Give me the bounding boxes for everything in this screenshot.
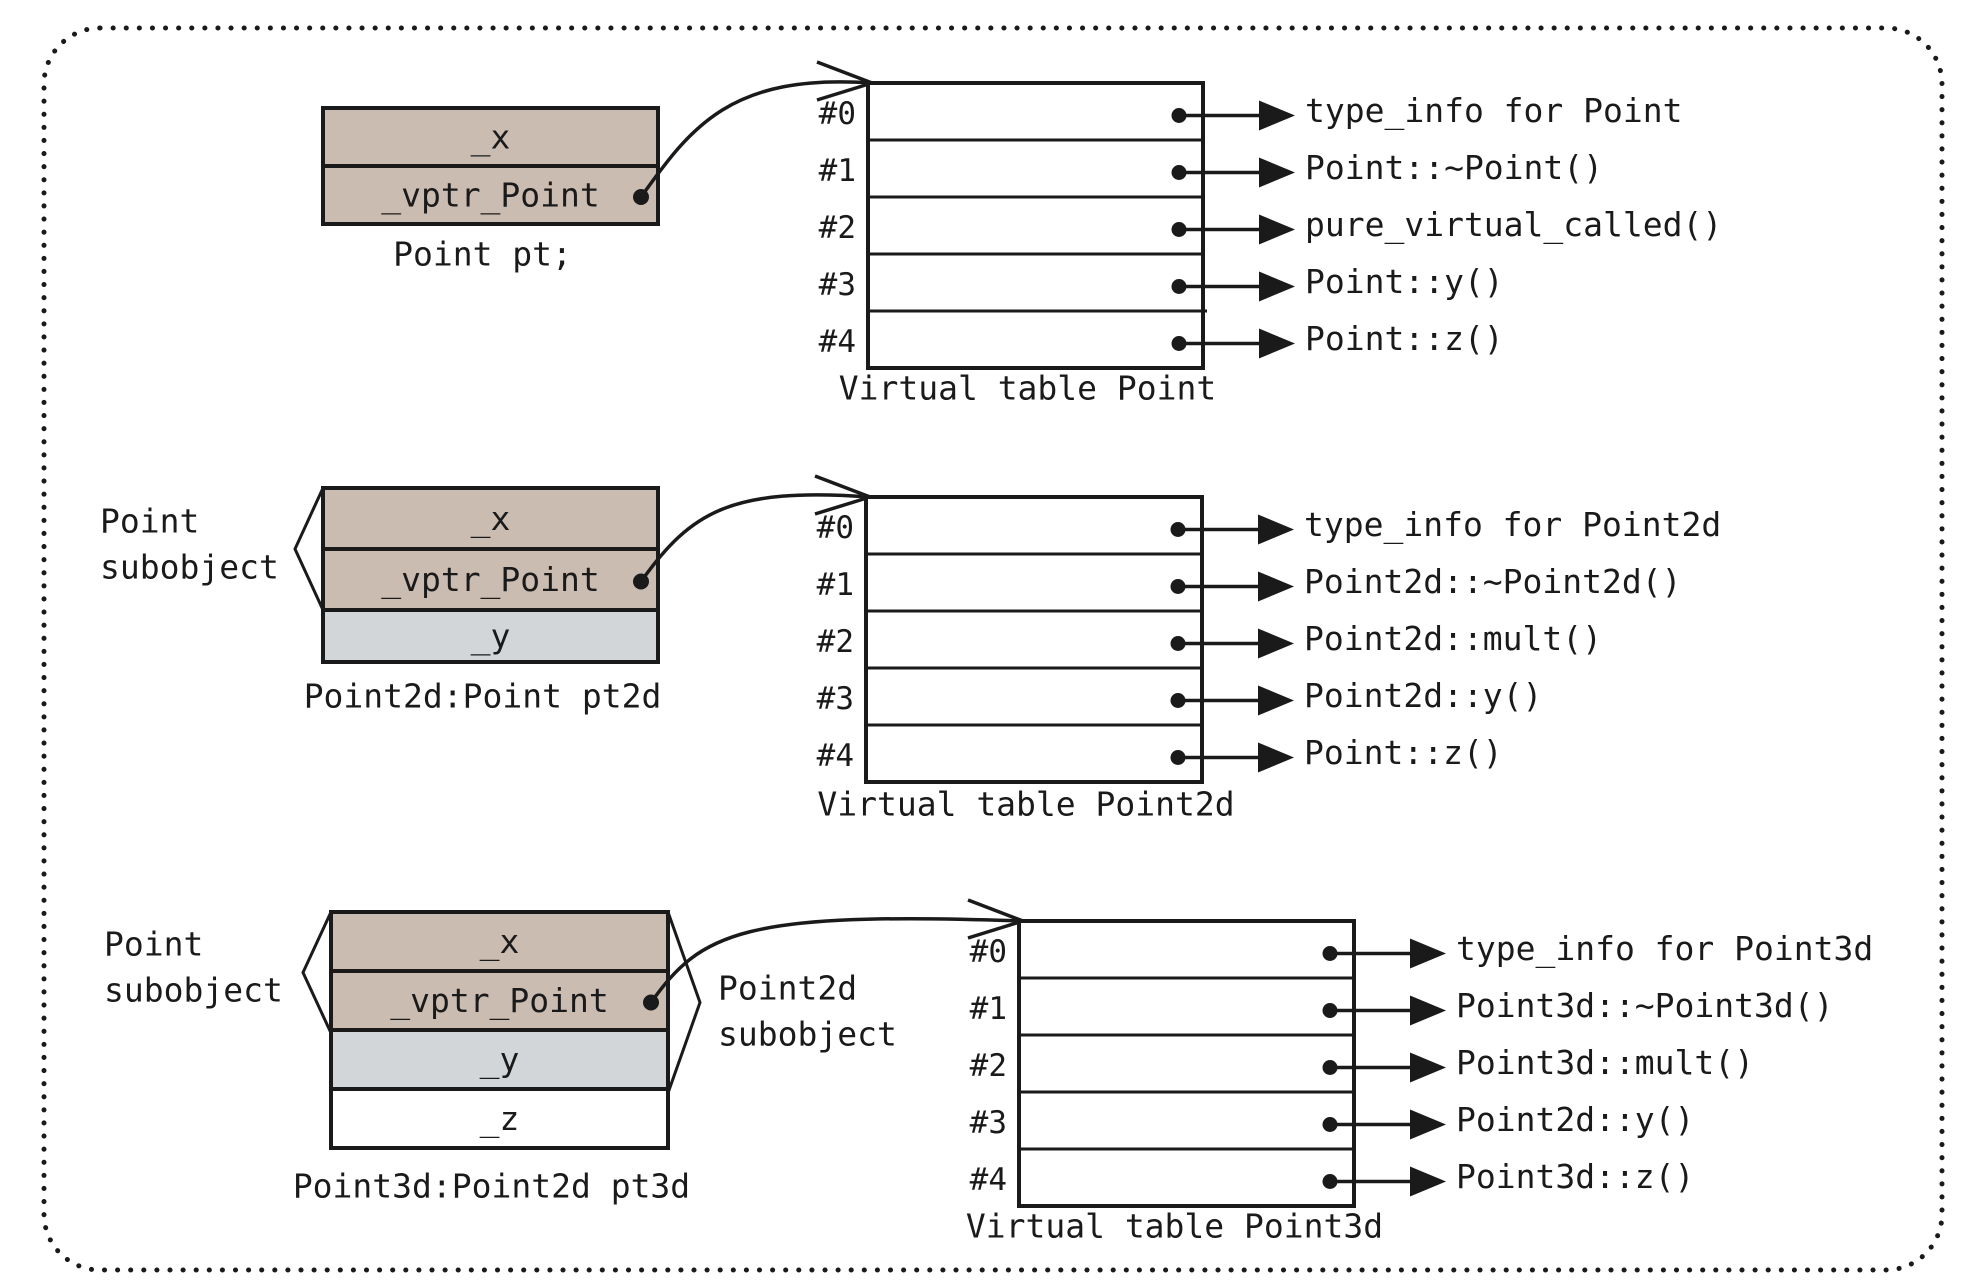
brace-label: subobject — [718, 1015, 897, 1054]
entry-arrowhead — [1410, 1109, 1446, 1140]
field-label: _x — [471, 499, 511, 539]
entry-arrowhead — [1258, 571, 1294, 602]
subobject-brace — [293, 487, 325, 611]
slot-index: #1 — [817, 567, 854, 603]
field-label: _y — [480, 1040, 520, 1080]
vtable-entry-target: Point::~Point() — [1305, 148, 1603, 187]
brace-label: subobject — [104, 971, 283, 1010]
slot-index: #3 — [970, 1105, 1007, 1141]
entry-arrowhead — [1410, 995, 1446, 1026]
slot-index: #3 — [819, 267, 856, 303]
vtable-1: #0 type_info for Point#1 Point::~Point()#2… — [819, 81, 1722, 408]
vtable-box — [1017, 919, 1356, 1208]
field-box — [321, 547, 660, 612]
entry-arrowhead — [1410, 1166, 1446, 1197]
entry-arrowhead — [1258, 685, 1294, 716]
field-label: _z — [480, 1099, 520, 1139]
brace-label: subobject — [100, 548, 279, 587]
entry-arrowhead — [1258, 742, 1294, 773]
vptr-arrow — [649, 916, 1024, 1004]
slot-index: #4 — [970, 1162, 1007, 1198]
entry-arrowhead — [1259, 271, 1295, 302]
entry-arrowhead — [1259, 157, 1295, 188]
subobject-brace — [301, 911, 333, 1034]
field-label: _vptr_Point — [390, 981, 609, 1021]
entry-arrowhead — [1259, 100, 1295, 131]
brace-label: Point — [104, 925, 203, 964]
vtable-entry-target: Point3d::z() — [1456, 1157, 1694, 1196]
vtable-3: #0 type_info for Point3d#1 Point3d::~Point… — [966, 919, 1873, 1246]
vtable-box — [866, 81, 1205, 370]
field-box — [321, 164, 660, 226]
vtable-entry-target: Point2d::mult() — [1304, 619, 1602, 658]
vtable-entry-target: Point::y() — [1305, 262, 1504, 301]
field-label: _vptr_Point — [381, 560, 600, 600]
field-box — [321, 486, 660, 551]
vtable-entry-target: Point::z() — [1304, 733, 1503, 772]
entry-arrowhead — [1258, 628, 1294, 659]
slot-index: #2 — [817, 624, 854, 660]
field-label: _x — [480, 922, 520, 962]
field-label: _vptr_Point — [381, 176, 600, 216]
vptr-arrow — [639, 80, 873, 199]
entry-arrowhead — [1258, 514, 1294, 545]
entry-arrowhead — [1259, 328, 1295, 359]
vtable-entry-target: type_info for Point3d — [1456, 929, 1873, 969]
vtable-entry-target: Point3d::mult() — [1456, 1043, 1754, 1082]
vptr-arrow — [639, 493, 871, 583]
vtable-entry-target: type_info for Point2d — [1304, 505, 1721, 545]
object-caption: Point2d:Point pt2d — [304, 677, 662, 716]
slot-index: #1 — [970, 991, 1007, 1027]
slot-index: #0 — [819, 96, 856, 132]
slot-index: #2 — [819, 210, 856, 246]
vtable-entry-target: Point2d::~Point2d() — [1304, 562, 1682, 601]
entry-arrowhead — [1259, 214, 1295, 245]
object-caption: Point pt; — [393, 235, 572, 274]
vtable-caption: Virtual table Point3d — [966, 1207, 1383, 1246]
slot-index: #2 — [970, 1048, 1007, 1084]
subobject-brace — [666, 911, 702, 1094]
slot-index: #0 — [817, 510, 854, 546]
slot-index: #3 — [817, 681, 854, 717]
slot-index: #1 — [819, 153, 856, 189]
vtable-entry-target: Point3d::~Point3d() — [1456, 986, 1834, 1025]
vtable-box — [864, 495, 1204, 784]
vtable-entry-target: type_info for Point — [1305, 91, 1683, 131]
entry-arrowhead — [1410, 1052, 1446, 1083]
vtable-entry-target: Point2d::y() — [1456, 1100, 1694, 1139]
field-label: _y — [471, 617, 511, 657]
vtable-entry-target: pure_virtual_called() — [1305, 205, 1722, 245]
field-box — [329, 1028, 670, 1091]
dotted-frame — [41, 25, 1945, 1273]
slot-index: #4 — [819, 324, 856, 360]
slot-index: #0 — [970, 934, 1007, 970]
field-box — [329, 910, 670, 973]
entry-arrowhead — [1410, 938, 1446, 969]
brace-label: Point2d — [718, 969, 857, 1008]
brace-label: Point — [100, 502, 199, 541]
vtable-2: #0 type_info for Point2d#1 Point2d::~Point… — [817, 495, 1721, 824]
field-label: _x — [471, 118, 511, 158]
vtable-caption: Virtual table Point2d — [817, 785, 1234, 824]
field-box — [329, 1087, 670, 1150]
object-caption: Point3d:Point2d pt3d — [293, 1167, 690, 1206]
vtable-entry-target: Point::z() — [1305, 319, 1504, 358]
field-box — [321, 608, 660, 664]
slot-index: #4 — [817, 738, 854, 774]
vtable-caption: Virtual table Point — [839, 369, 1217, 408]
vtable-entry-target: Point2d::y() — [1304, 676, 1542, 715]
